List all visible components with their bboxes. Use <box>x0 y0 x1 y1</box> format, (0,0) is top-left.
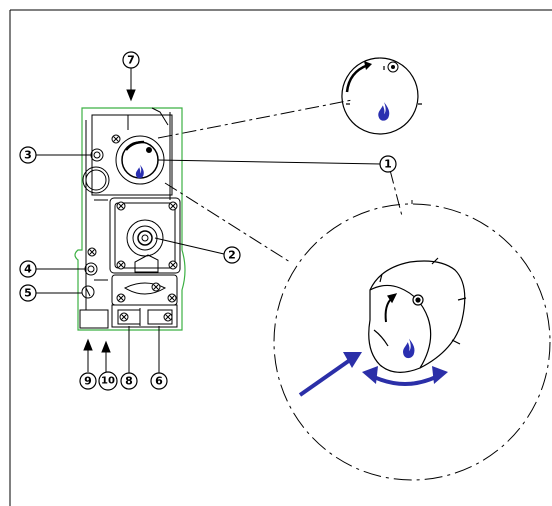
projection-lines <box>157 99 413 263</box>
callout-2: 2 <box>223 246 241 264</box>
knob-detail-zoomed <box>368 257 467 373</box>
rotate-arrow-icon <box>362 366 448 386</box>
leader-lines <box>36 68 382 373</box>
callout-label: 8 <box>125 375 133 388</box>
flame-icon <box>378 102 390 121</box>
callout-5: 5 <box>19 284 37 302</box>
callout-6: 6 <box>150 372 168 390</box>
callout-4: 4 <box>19 260 37 278</box>
callout-label: 2 <box>228 249 236 262</box>
callout-label: 1 <box>384 158 392 171</box>
push-arrow-icon <box>298 352 362 397</box>
callout-label: 6 <box>155 375 163 388</box>
callout-9: 9 <box>79 372 97 390</box>
callout-3: 3 <box>19 146 37 164</box>
callout-label: 7 <box>127 54 135 67</box>
page-frame <box>9 9 552 506</box>
gas-valve-body <box>74 107 186 331</box>
callout-8: 8 <box>120 372 138 390</box>
callout-10: 10 <box>98 371 118 391</box>
callout-label: 5 <box>24 287 32 300</box>
callout-label: 9 <box>84 375 92 388</box>
valve-knob-flame-icon <box>135 164 144 179</box>
callout-label: 4 <box>24 263 32 276</box>
zoom-detail-circle <box>273 203 551 481</box>
callout-7: 7 <box>122 51 140 69</box>
callout-label: 3 <box>24 149 32 162</box>
knob-detail-upper <box>341 57 422 135</box>
callout-1: 1 <box>379 155 397 173</box>
callout-label: 10 <box>101 376 115 387</box>
